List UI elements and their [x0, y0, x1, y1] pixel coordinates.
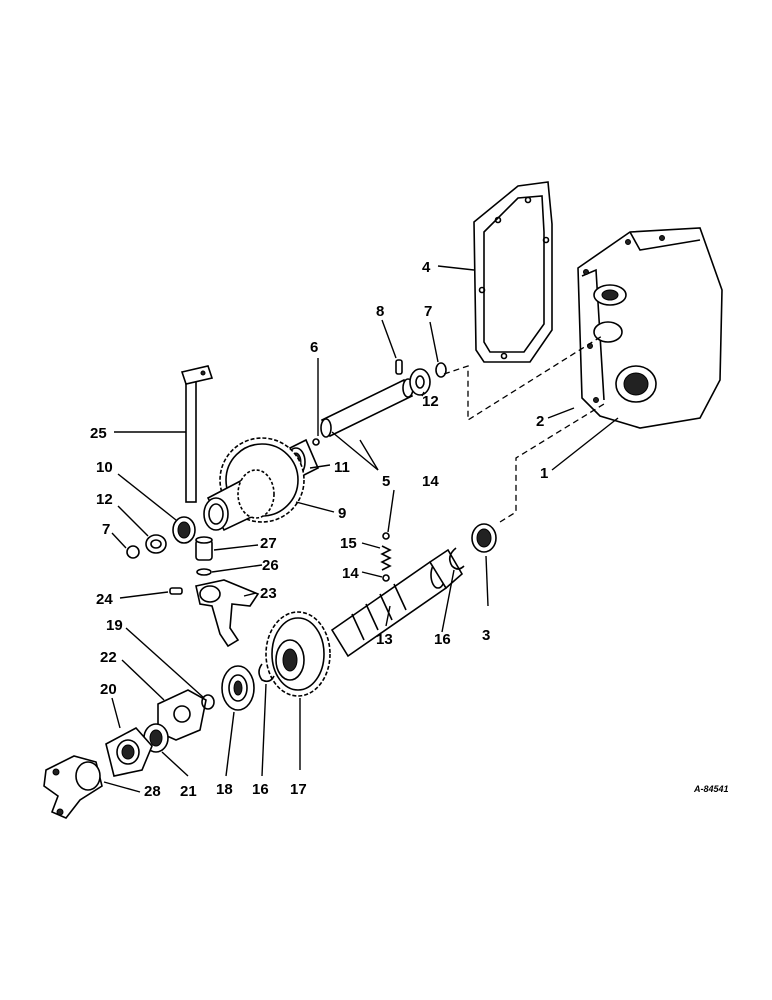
ball-part-6 [312, 438, 320, 446]
callout-1: 1 [540, 465, 548, 482]
bushing-part-10 [172, 516, 196, 544]
callout-labels: 1 2 3 4 5 6 7 7 8 9 10 11 12 12 13 14 14… [90, 259, 729, 800]
callout-14-upper: 14 [422, 473, 439, 490]
sleeve-part-27 [195, 536, 213, 561]
callout-25: 25 [90, 425, 107, 442]
callout-6: 6 [310, 339, 318, 356]
callout-2: 2 [536, 413, 544, 430]
shaft-part-5 [320, 378, 414, 438]
snap-ring-part-16-upper [448, 547, 465, 570]
ball-part-14-upper [382, 532, 390, 540]
callout-12-lower: 12 [96, 491, 113, 508]
bearing-part-18 [221, 665, 255, 711]
callout-21: 21 [180, 783, 197, 800]
gasket-part-4 [473, 181, 553, 363]
washer-part-12-upper [409, 368, 431, 396]
callout-8: 8 [376, 303, 384, 320]
callout-5: 5 [382, 473, 390, 490]
callout-4: 4 [422, 259, 431, 276]
o-ring-part-26 [196, 568, 212, 576]
callout-20: 20 [100, 681, 117, 698]
snap-ring-part-7-lower [126, 545, 140, 559]
gear-part-17 [265, 611, 331, 697]
callout-13: 13 [376, 631, 393, 648]
callout-28: 28 [144, 783, 161, 800]
callout-26: 26 [262, 557, 279, 574]
drawing-number: A-84541 [693, 784, 729, 794]
washer-part-12-lower [145, 534, 167, 554]
callout-22: 22 [100, 649, 117, 666]
callout-18: 18 [216, 781, 233, 798]
callout-27: 27 [260, 535, 277, 552]
callout-3: 3 [482, 627, 490, 644]
callout-12-upper: 12 [422, 393, 439, 410]
spring-part-15 [380, 545, 392, 571]
housing-part-1 [577, 227, 723, 429]
callout-7-lower: 7 [102, 521, 110, 538]
leader-lines [103, 265, 619, 793]
snap-ring-part-7-upper [435, 362, 447, 378]
callout-19: 19 [106, 617, 123, 634]
snap-ring-part-16-lower [258, 663, 275, 683]
callout-11: 11 [334, 459, 350, 476]
alignment-lines [443, 335, 605, 523]
callout-14-lower: 14 [342, 565, 359, 582]
gear-part-9 [203, 437, 305, 532]
pin-part-8 [395, 359, 403, 375]
callout-16-lower: 16 [252, 781, 269, 798]
retainer-part-20 [105, 726, 153, 777]
callout-9: 9 [338, 505, 346, 522]
set-screw-part-24 [169, 587, 183, 595]
callout-16-upper: 16 [434, 631, 451, 648]
snap-ring-part-19 [201, 694, 215, 710]
callout-7-upper: 7 [424, 303, 432, 320]
shift-rod-part-25 [180, 365, 214, 503]
callout-15: 15 [340, 535, 357, 552]
callout-17: 17 [290, 781, 307, 798]
callout-23: 23 [260, 585, 277, 602]
seal-part-21 [143, 723, 169, 753]
yoke-part-28 [43, 755, 103, 819]
bearing-part-3 [471, 523, 497, 553]
shift-fork-part-23 [195, 579, 260, 648]
callout-24: 24 [96, 591, 113, 608]
callout-10: 10 [96, 459, 113, 476]
ball-part-14-lower [382, 574, 390, 582]
